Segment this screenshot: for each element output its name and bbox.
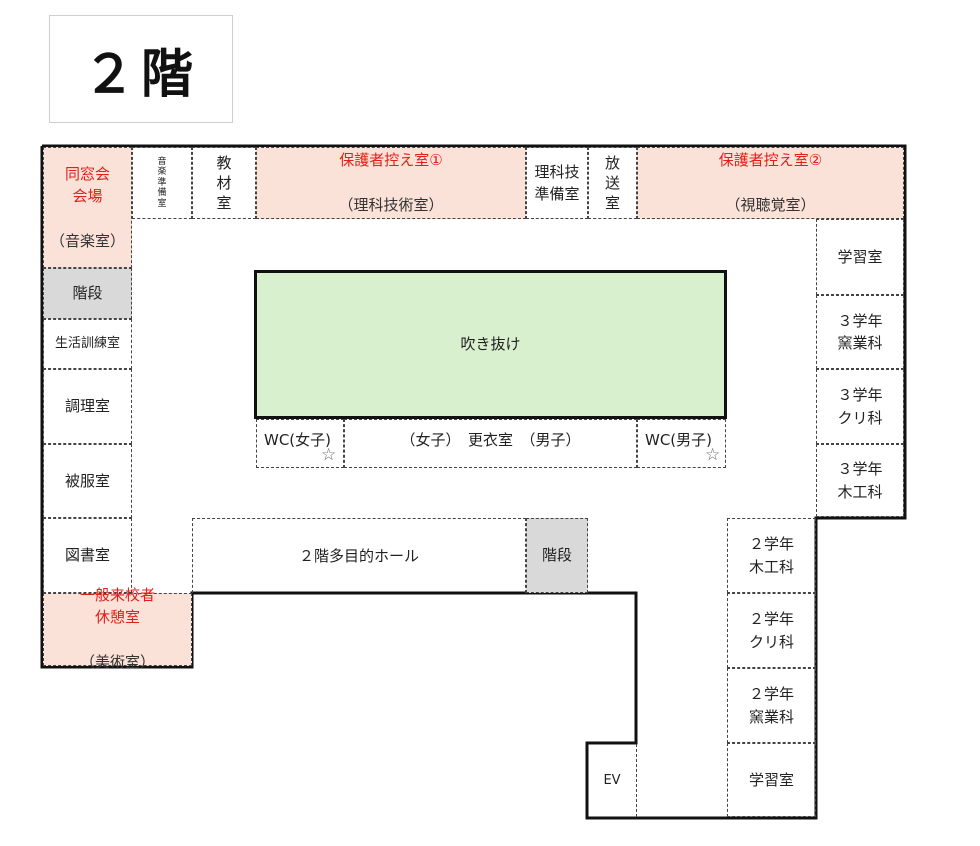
room-kyukei: 一般来校者 休憩室 （美術室） xyxy=(43,586,192,671)
room-doso-main: 同窓会 会場 xyxy=(64,164,110,206)
room-doso-kai: 同窓会 会場 （音楽室） xyxy=(43,147,132,268)
room-gakushu-top: 学習室 xyxy=(816,219,904,295)
elevator: EV xyxy=(588,744,637,817)
room-kyukei-main: 一般来校者 休憩室 xyxy=(79,586,155,626)
room-koishitsu: （女子） 更衣室 （男子） xyxy=(344,419,637,468)
room-gakushu-bottom: 学習室 xyxy=(727,743,816,817)
room-3-mokko: ３学年 木工科 xyxy=(816,444,904,517)
room-kyukei-sub: （美術室） xyxy=(79,653,155,672)
room-2-kuri: ２学年 クリ科 xyxy=(727,593,816,668)
restroom-men: WC(男子) ☆ xyxy=(637,419,726,468)
room-seikatsu-kunren: 生活訓練室 xyxy=(43,319,132,369)
outer-wall xyxy=(40,144,907,820)
floor-title-box: ２階 xyxy=(49,15,233,123)
room-3-yogyo: ３学年 窯業科 xyxy=(816,295,904,369)
room-2-mokko: ２学年 木工科 xyxy=(727,518,816,593)
room-2-yogyo: ２学年 窯業科 xyxy=(727,668,816,743)
room-doso-sub: （音楽室） xyxy=(49,232,125,250)
room-3-kuri: ３学年 クリ科 xyxy=(816,369,904,444)
room-hogosha-1-sub: （理科技術室） xyxy=(338,196,444,215)
restroom-women: WC(女子) ☆ xyxy=(256,419,344,468)
room-chori: 調理室 xyxy=(43,369,132,444)
star-icon: ☆ xyxy=(705,445,721,465)
room-hogosha-2-sub: （視聴覚室） xyxy=(725,196,816,215)
room-hogosha-1-main: 保護者控え室① xyxy=(339,151,443,170)
restroom-women-label: WC(女子) xyxy=(264,431,332,449)
multipurpose-hall: ２階多目的ホール xyxy=(192,518,526,593)
room-ongaku-junbi: 音 楽 準 備 室 xyxy=(132,147,192,219)
atrium-fukinuke: 吹き抜け xyxy=(254,270,727,419)
room-hoso: 放 送 室 xyxy=(588,147,637,219)
stairs-left: 階段 xyxy=(43,268,132,319)
room-hogosha-1: 保護者控え室① （理科技術室） xyxy=(256,147,526,219)
room-kyozai: 教 材 室 xyxy=(192,147,256,219)
stairs-center: 階段 xyxy=(526,518,588,593)
room-hogosha-2: 保護者控え室② （視聴覚室） xyxy=(637,147,904,219)
floor-title: ２階 xyxy=(82,44,199,105)
room-tosho: 図書室 xyxy=(43,518,132,593)
room-hogosha-2-main: 保護者控え室② xyxy=(718,151,823,170)
room-rika-junbi: 理科技 準備室 xyxy=(526,147,588,219)
restroom-men-label: WC(男子) xyxy=(645,431,713,449)
star-icon: ☆ xyxy=(321,445,337,465)
room-hifuku: 被服室 xyxy=(43,444,132,518)
